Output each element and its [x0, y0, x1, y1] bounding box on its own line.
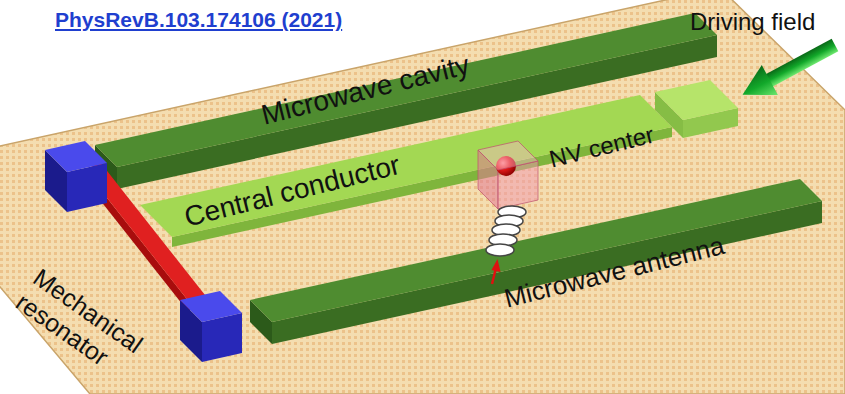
antenna-leader-arrow	[492, 259, 501, 284]
leader-head	[492, 259, 501, 272]
nv-diamond-cube	[478, 141, 538, 209]
cube-top	[478, 141, 538, 170]
arrow-head	[734, 65, 777, 110]
block-top	[45, 141, 107, 172]
citation-link: PhysRevB.103.174106 (2021)	[55, 7, 342, 32]
arrow-shaft	[765, 39, 839, 87]
part-label: Mechanical resonator	[11, 262, 168, 394]
part-label: Driving field	[690, 8, 815, 37]
part-label: Microwave cavity	[258, 48, 473, 132]
strip-top	[140, 95, 672, 237]
anchor-block-right	[180, 291, 242, 362]
part-label: NV center	[547, 120, 658, 174]
anchor-block-left	[45, 141, 107, 212]
block-top	[655, 80, 738, 120]
bar-side	[272, 201, 822, 344]
drive-port-block	[655, 80, 738, 138]
antenna-coil	[486, 206, 526, 256]
part-label: Central conductor	[181, 148, 404, 234]
outer-conductor-front	[250, 179, 822, 344]
coil-turn	[486, 244, 514, 256]
part-label: Microwave antenna	[501, 230, 727, 315]
block-top	[180, 291, 242, 322]
driving-field-arrow	[734, 30, 843, 110]
central-conductor	[140, 95, 672, 247]
